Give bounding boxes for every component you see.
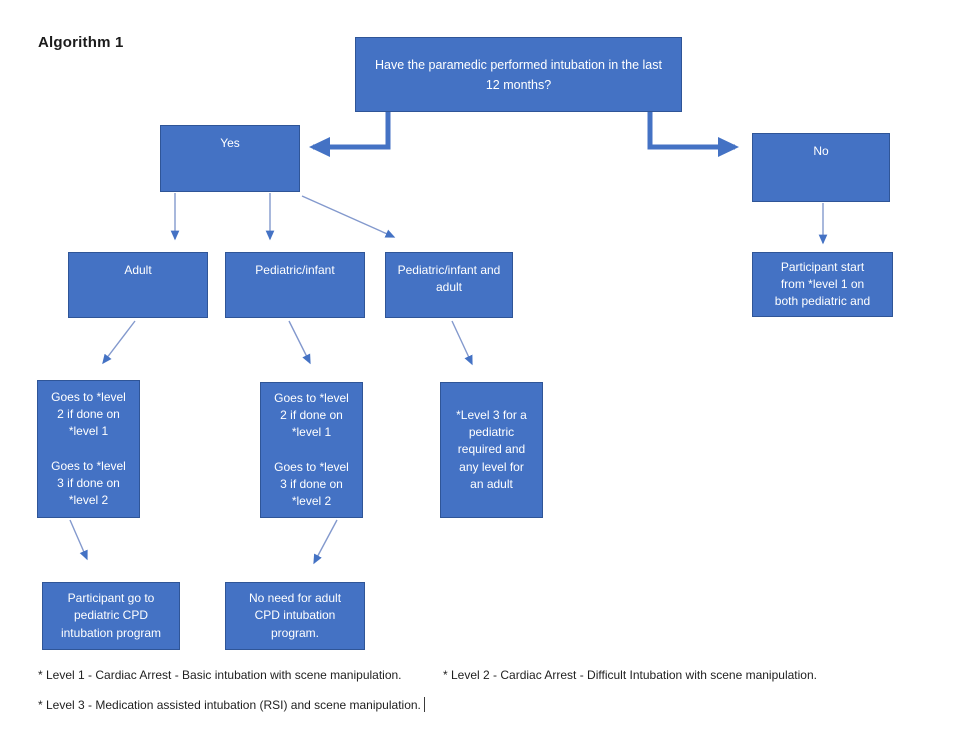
footnote-line-2: * Level 3 - Medication assisted intubati…: [38, 697, 426, 712]
node-pediatric-goes-label: Goes to *level 2 if done on *level 1 Goe…: [274, 391, 349, 508]
node-adult-goes-label: Goes to *level 2 if done on *level 1 Goe…: [51, 390, 126, 507]
page-title[interactable]: Algorithm 1: [38, 34, 124, 51]
node-no-label: No: [813, 144, 829, 158]
node-pediatric-goes[interactable]: Goes to *level 2 if done on *level 1 Goe…: [260, 382, 363, 518]
footnote-level2[interactable]: * Level 2 - Cardiac Arrest - Difficult I…: [443, 668, 817, 682]
text-cursor: [423, 697, 426, 712]
node-pediatric-infant-adult[interactable]: Pediatric/infant and adult: [385, 252, 513, 318]
node-level3-required[interactable]: *Level 3 for a pediatric required and an…: [440, 382, 543, 518]
footnote-level1[interactable]: * Level 1 - Cardiac Arrest - Basic intub…: [38, 668, 402, 682]
node-adult-label: Adult: [124, 263, 152, 277]
connector-pediatric-adult-to-level3: [451, 320, 473, 366]
footnote-line-1: * Level 1 - Cardiac Arrest - Basic intub…: [38, 668, 817, 682]
node-question-label: Have the paramedic performed intubation …: [375, 57, 662, 92]
node-yes[interactable]: Yes: [160, 125, 300, 192]
connector-pediatric-to-goes: [288, 320, 311, 365]
node-level3-required-label: *Level 3 for a pediatric required and an…: [456, 408, 527, 491]
node-question[interactable]: Have the paramedic performed intubation …: [355, 37, 682, 112]
node-participant-start-label: Participant start from *level 1 on both …: [774, 259, 871, 309]
node-adult-goes[interactable]: Goes to *level 2 if done on *level 1 Goe…: [37, 380, 140, 518]
node-participant-start[interactable]: Participant start from *level 1 on both …: [752, 252, 893, 317]
node-no-adult-program-label: No need for adult CPD intubation program…: [248, 591, 342, 640]
connector-adult-to-goes: [102, 320, 136, 365]
node-adult[interactable]: Adult: [68, 252, 208, 318]
node-yes-label: Yes: [220, 136, 240, 150]
node-pediatric-program[interactable]: Participant go to pediatric CPD intubati…: [42, 582, 180, 650]
connector-yes-to-pediatric-adult: [301, 195, 396, 238]
node-pediatric-infant-adult-label: Pediatric/infant and adult: [397, 263, 501, 295]
connector-question-to-no: [647, 110, 739, 157]
node-no-adult-program[interactable]: No need for adult CPD intubation program…: [225, 582, 365, 650]
footnote-level3[interactable]: * Level 3 - Medication assisted intubati…: [38, 698, 421, 712]
connector-question-to-yes: [309, 110, 391, 157]
node-pediatric-infant-label: Pediatric/infant: [255, 263, 335, 277]
connector-goes-to-pediatric-program: [69, 519, 88, 561]
node-no[interactable]: No: [752, 133, 890, 202]
connector-goes-to-no-adult-program: [313, 519, 338, 565]
node-pediatric-infant[interactable]: Pediatric/infant: [225, 252, 365, 318]
node-pediatric-program-label: Participant go to pediatric CPD intubati…: [60, 591, 162, 640]
